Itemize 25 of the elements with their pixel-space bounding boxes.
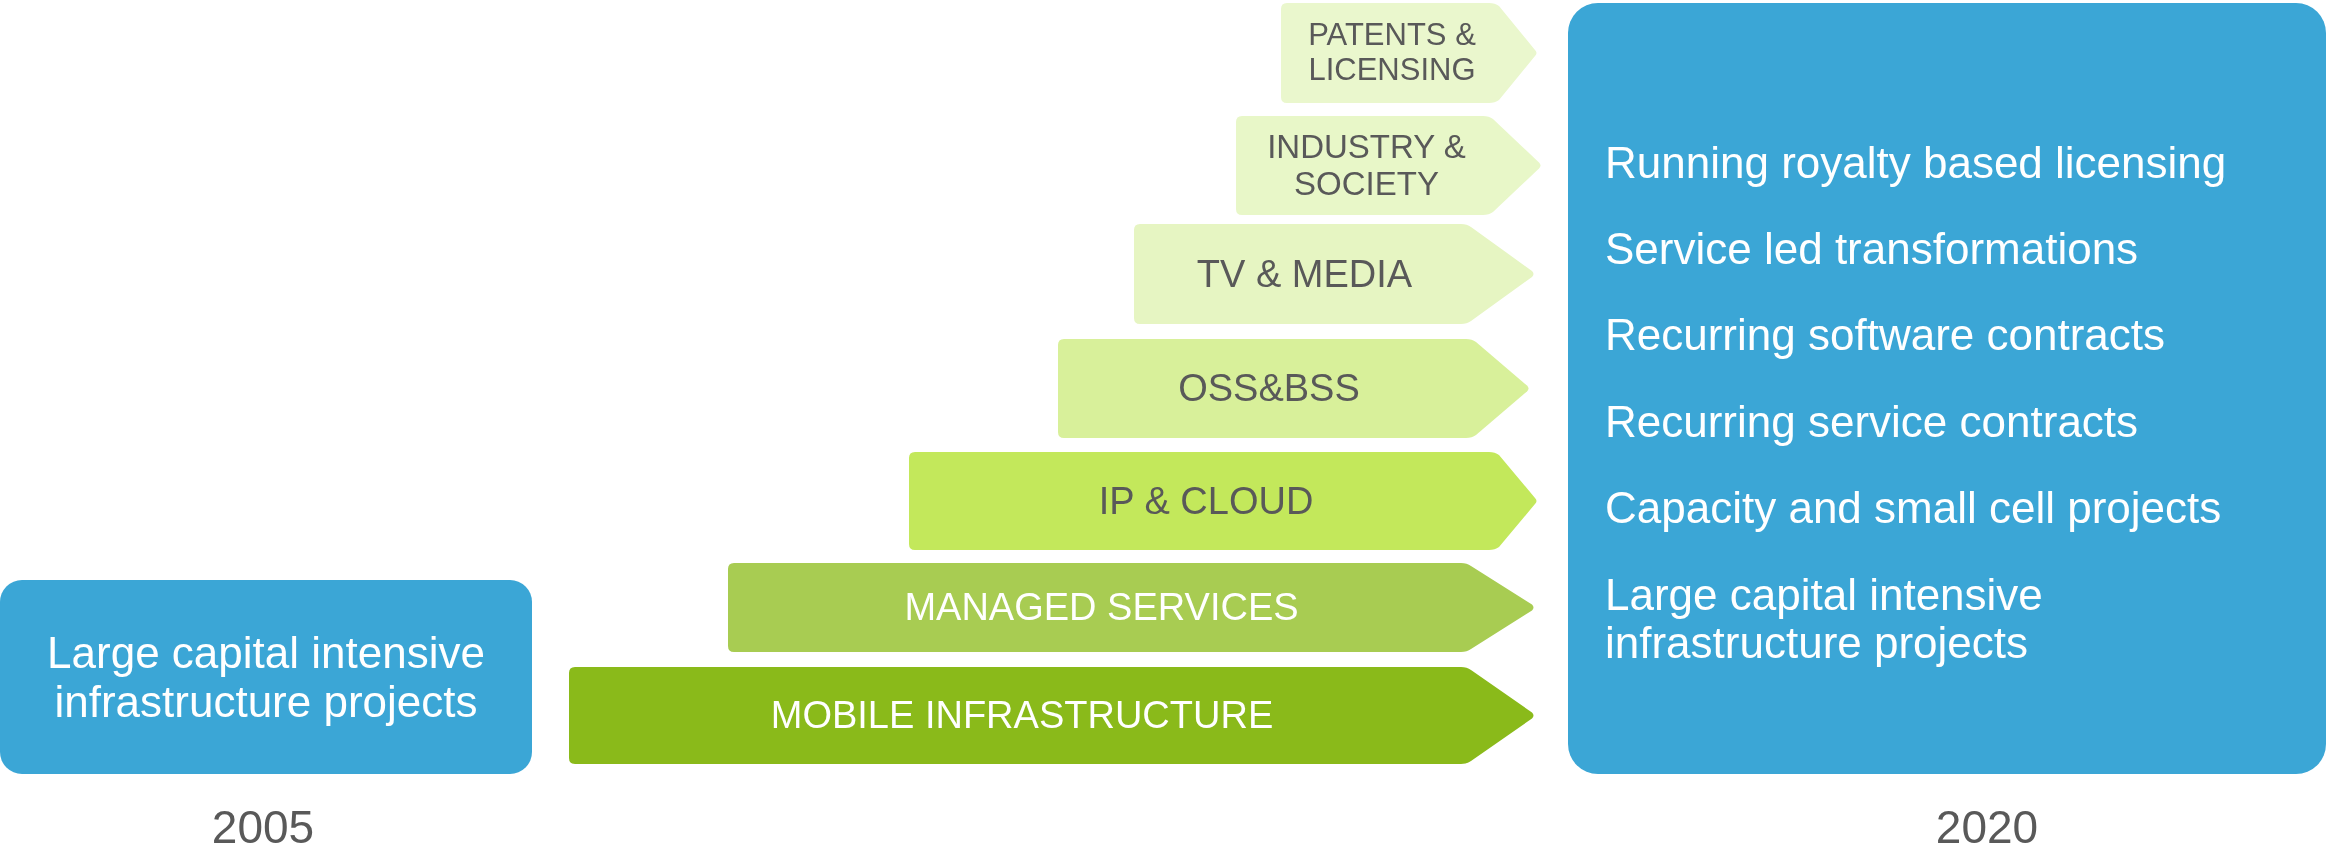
arrow-shape bbox=[1134, 224, 1535, 324]
arrow-label: OSS&BSS bbox=[1177, 366, 1361, 412]
arrow-label: MANAGED SERVICES bbox=[903, 585, 1300, 631]
list-item-text: Service led transformations bbox=[1605, 225, 2140, 274]
list-item-text: Recurring software contracts bbox=[1605, 311, 2166, 360]
arrow-label: MOBILE INFRASTRUCTURE bbox=[769, 693, 1275, 739]
arrow-label: IP & CLOUD bbox=[1097, 478, 1315, 524]
list-item-text: Recurring service contracts bbox=[1605, 398, 2140, 447]
rounded-box bbox=[0, 580, 532, 774]
year-caption: 2005 bbox=[210, 800, 316, 853]
year-caption: 2020 bbox=[1934, 800, 2040, 853]
list-item-text: Capacity and small cell projects bbox=[1605, 484, 2223, 533]
box-text: Large capital intensive infrastructure projects bbox=[46, 626, 486, 728]
arrow-shape bbox=[1281, 3, 1538, 103]
arrow-label: TV & MEDIA bbox=[1195, 251, 1414, 297]
list-item-text: Large capital intensive infrastructure projects bbox=[1605, 571, 2044, 668]
list-item-text: Running royalty based licensing bbox=[1605, 139, 2228, 188]
arrow-shape bbox=[1236, 116, 1542, 215]
arrow-shape bbox=[569, 667, 1535, 764]
rounded-box bbox=[1568, 3, 2326, 774]
arrow-label: INDUSTRY & SOCIETY bbox=[1266, 126, 1467, 204]
arrow-shape bbox=[909, 452, 1538, 550]
arrow-shape bbox=[728, 563, 1535, 652]
arrow-shape bbox=[1058, 339, 1530, 438]
arrow-label: PATENTS & LICENSING bbox=[1307, 16, 1477, 89]
